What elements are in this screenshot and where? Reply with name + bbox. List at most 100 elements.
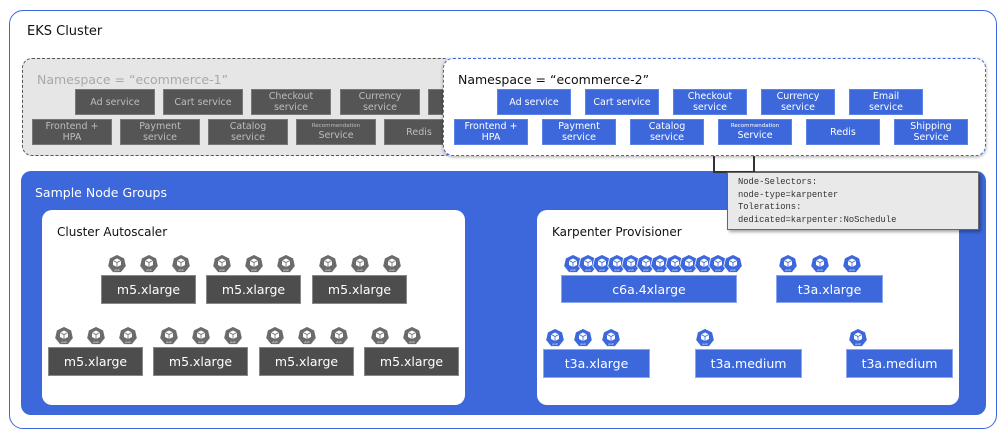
service-label: Catalog: [648, 121, 686, 132]
namespace-2-title: Namespace = “ecommerce-2”: [458, 72, 650, 87]
pod-icon: pod: [635, 254, 656, 274]
node-label: m5.xlarge: [63, 354, 128, 369]
service-label: Currency: [358, 91, 402, 102]
service-label: Ad service: [90, 96, 140, 108]
cluster-title: EKS Cluster: [27, 24, 103, 39]
tooltip-line: dedicated=karpenter:NoSchedule: [738, 214, 897, 225]
pod-icon: pod: [86, 326, 106, 346]
node-label: m5.xlarge: [221, 282, 286, 297]
pod-icon: pod: [318, 254, 338, 274]
svg-text:pod: pod: [199, 340, 204, 344]
node-instance: m5.xlarge: [153, 347, 248, 376]
svg-text:pod: pod: [126, 340, 131, 344]
svg-text:pod: pod: [273, 340, 278, 344]
svg-text:pod: pod: [390, 268, 395, 272]
svg-text:pod: pod: [730, 268, 735, 272]
pod-icon: pod: [708, 254, 728, 274]
pod-icon: pod: [606, 254, 627, 274]
svg-text:pod: pod: [94, 340, 99, 344]
svg-text:pod: pod: [326, 268, 331, 272]
service-label: service: [362, 102, 398, 113]
service-label: Redis: [406, 126, 432, 138]
node-instance: t3a.medium: [846, 349, 953, 378]
pod-icon: pod: [297, 326, 317, 346]
node-label: m5.xlarge: [168, 354, 233, 369]
cluster-autoscaler-title: Cluster Autoscaler: [57, 225, 168, 239]
svg-text:pod: pod: [358, 268, 363, 272]
service-label: service: [142, 132, 178, 143]
service-label: service: [868, 102, 904, 113]
service-label: Cart service: [593, 96, 651, 108]
pod-icon: pod: [573, 328, 593, 348]
pod-icon: pod: [329, 326, 349, 346]
node-label: t3a.medium: [861, 356, 938, 371]
service-label: service: [692, 102, 728, 113]
service-label: Redis: [830, 126, 856, 138]
namespace-1-title: Namespace = “ecommerce-1”: [37, 72, 229, 87]
node-instance: m5.xlarge: [101, 275, 196, 304]
node-label: t3a.medium: [710, 356, 787, 371]
pod-icon: pod: [370, 326, 390, 346]
pod-icon: pod: [650, 254, 670, 274]
svg-text:pod: pod: [179, 268, 184, 272]
node-instance: m5.xlarge: [259, 347, 354, 376]
pod-icon: pod: [382, 254, 402, 274]
pod-icon: pod: [848, 328, 868, 348]
pod-icon: pod: [679, 254, 699, 274]
node-instance: m5.xlarge: [206, 275, 301, 304]
svg-text:pod: pod: [231, 340, 236, 344]
pod-icon: pod: [139, 254, 159, 274]
node-instance: m5.xlarge: [364, 347, 459, 376]
service-box: Cart service: [585, 89, 659, 115]
karpenter-title: Karpenter Provisioner: [552, 225, 682, 239]
svg-text:pod: pod: [147, 268, 152, 272]
service-label: Catalog: [229, 121, 267, 132]
pod-icon: pod: [118, 326, 138, 346]
svg-text:pod: pod: [818, 268, 823, 272]
service-label-small: Recommendation: [730, 123, 780, 129]
service-label: Service: [913, 132, 949, 143]
pod-icon: pod: [621, 254, 641, 274]
node-instance: m5.xlarge: [48, 347, 143, 376]
service-label: service: [273, 102, 309, 113]
node-groups-title: Sample Node Groups: [35, 185, 168, 200]
node-instance: m5.xlarge: [312, 275, 407, 304]
node-label: m5.xlarge: [274, 354, 339, 369]
pod-icon: pod: [212, 254, 232, 274]
service-label: Frontend +: [45, 121, 99, 132]
svg-text:pod: pod: [614, 268, 619, 272]
pod-icon: pod: [577, 254, 598, 274]
svg-text:pod: pod: [284, 268, 289, 272]
svg-text:pod: pod: [337, 340, 342, 344]
svg-text:pod: pod: [585, 268, 590, 272]
service-label: Payment: [558, 121, 600, 132]
svg-text:pod: pod: [716, 268, 721, 272]
tooltip-line: node-type=karpenter: [738, 189, 839, 200]
service-box: Cart service: [163, 89, 243, 115]
service-label: service: [230, 132, 266, 143]
node-instance: t3a.medium: [695, 349, 802, 378]
svg-text:pod: pod: [658, 268, 663, 272]
pod-icon: pod: [601, 328, 621, 348]
service-label: Shipping: [910, 121, 952, 132]
svg-text:pod: pod: [609, 342, 614, 346]
svg-text:pod: pod: [581, 342, 586, 346]
pod-icon: pod: [350, 254, 370, 274]
svg-text:pod: pod: [672, 268, 677, 272]
eks-cluster-frame: [9, 10, 997, 429]
svg-text:pod: pod: [167, 340, 172, 344]
node-label: m5.xlarge: [379, 354, 444, 369]
service-label: HPA: [481, 132, 501, 143]
pod-icon: pod: [54, 326, 74, 346]
service-label: Checkout: [268, 91, 314, 102]
node-label: m5.xlarge: [327, 282, 392, 297]
